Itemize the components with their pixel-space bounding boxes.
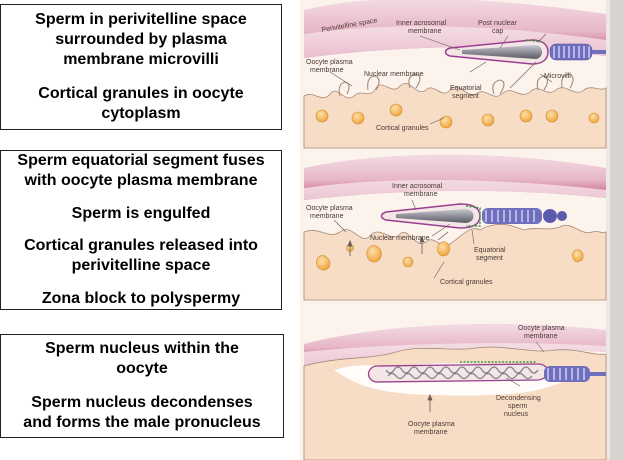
label-post-nuclear-1: Post nuclear — [478, 20, 518, 27]
panel-3 — [303, 304, 607, 460]
box2-line: Sperm is engulfed — [71, 204, 211, 222]
label-equatorial-1: Equatorial — [450, 85, 482, 92]
label-inner-acrosomal-2: membrane — [408, 28, 442, 35]
box3-line: Sperm nucleus within the — [45, 340, 239, 357]
label-nuclear-membrane: Nuclear membrane — [364, 71, 424, 78]
label-equatorial-p2-2: segment — [476, 255, 503, 262]
box2-line: Cortical granules released into — [24, 237, 258, 255]
label-oocyte-pm-p3-top-2: membrane — [524, 333, 558, 340]
label-microvilli: Microvilli — [544, 73, 571, 80]
box1-line: membrane microvilli — [63, 51, 219, 68]
text-box-stage-1: Sperm in perivitelline space surrounded … — [0, 4, 282, 130]
fertilization-diagram: Perivitelline space Inner acrosomal memb… — [300, 0, 624, 460]
label-oocyte-pm-p3-top-1: Oocyte plasma — [518, 325, 565, 332]
sperm-head — [462, 45, 542, 59]
label-oocyte-pm-p3-bot-1: Oocyte plasma — [408, 421, 455, 428]
label-nuclear-membrane-p2: Nuclear membrane — [370, 235, 430, 242]
box1-line: Cortical granules in oocyte — [38, 85, 244, 102]
label-equatorial-2: segment — [452, 93, 479, 100]
label-inner-acrosomal-1: Inner acrosomal — [396, 20, 447, 27]
box2-line: Zona block to polyspermy — [41, 290, 241, 308]
sperm-tail-3 — [544, 366, 606, 382]
label-post-nuclear-2: cap — [492, 28, 503, 35]
label-decondensing-2: sperm — [508, 403, 528, 410]
label-decondensing-1: Decondensing — [496, 395, 541, 402]
box2-line: with oocyte plasma membrane — [24, 172, 258, 189]
decondensing-chromatin — [385, 366, 539, 380]
text-box-stage-2: Sperm equatorial segment fuses with oocy… — [0, 150, 282, 310]
oocyte-cytoplasm — [303, 83, 607, 149]
box1-line: surrounded by plasma — [55, 31, 227, 48]
label-decondensing-3: nucleus — [504, 411, 529, 418]
label-cortical-granules-p2: Cortical granules — [440, 279, 493, 286]
page-edge — [610, 0, 624, 460]
oocyte-cytoplasm-2 — [303, 223, 607, 301]
sperm-tail — [549, 43, 593, 61]
cortical-granules — [315, 103, 600, 129]
sperm-tail-2 — [482, 208, 567, 224]
panel-1 — [303, 0, 607, 149]
box2-line: Sperm equatorial segment fuses — [17, 152, 265, 169]
text-box-stage-3: Sperm nucleus within the oocyte Sperm nu… — [0, 334, 284, 438]
box1-line: cytoplasm — [101, 105, 181, 122]
label-equatorial-p2-1: Equatorial — [474, 247, 506, 254]
sperm-head-2 — [396, 209, 474, 223]
box3-line: and forms the male pronucleus — [23, 414, 261, 431]
label-oocyte-pm-p3-bot-2: membrane — [414, 429, 448, 436]
box1-line: Sperm in perivitelline space — [35, 11, 247, 28]
box2-line: perivitelline space — [71, 257, 211, 275]
label-oocyte-pm-1: Oocyte plasma — [306, 59, 353, 66]
label-inner-acrosomal-p2-2: membrane — [404, 191, 438, 198]
box3-line: oocyte — [116, 360, 168, 377]
box3-line: Sperm nucleus decondenses — [31, 394, 253, 411]
panel-2 — [303, 150, 607, 301]
label-oocyte-pm-p2-2: membrane — [310, 213, 344, 220]
label-inner-acrosomal-p2-1: Inner acrosomal — [392, 183, 443, 190]
label-cortical-granules-1: Cortical granules — [376, 125, 429, 132]
label-oocyte-pm-p2-1: Oocyte plasma — [306, 205, 353, 212]
label-oocyte-pm-2: membrane — [310, 67, 344, 74]
